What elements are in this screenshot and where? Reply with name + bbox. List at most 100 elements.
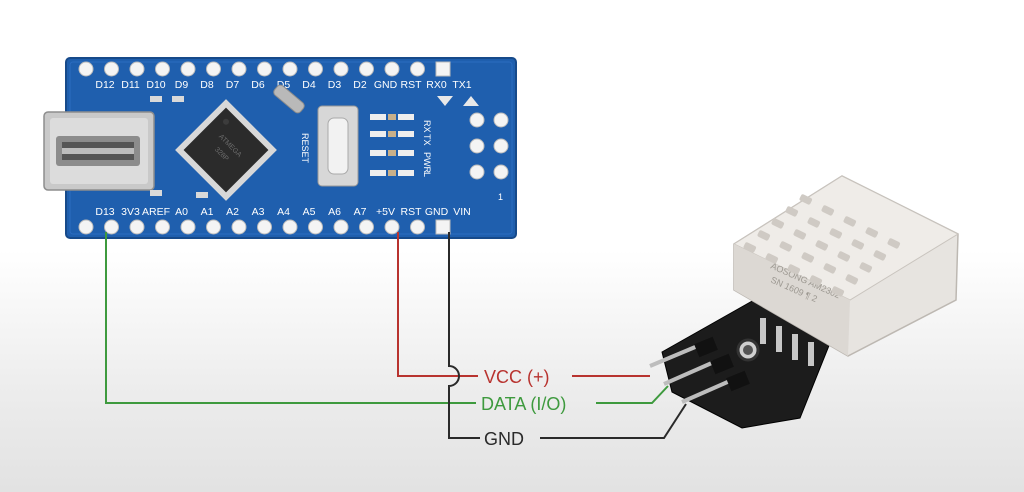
- pin-pad-a0: [155, 219, 170, 235]
- vent-slot: [851, 239, 865, 250]
- pin-label-bottom: RST: [401, 206, 423, 218]
- vcc-wire-board-segment: [397, 232, 478, 377]
- pin-pad-aref: [129, 219, 145, 235]
- crystal: [273, 84, 305, 114]
- pin-label-top: D10: [146, 79, 165, 91]
- smd-part: [196, 192, 208, 198]
- dht22-sensor-module: AOSONG AM2302 SN 1609 ¶ 2: [649, 175, 960, 429]
- pin-label-bottom: A3: [252, 206, 265, 218]
- sensor-housing: AOSONG AM2302 SN 1609 ¶ 2: [732, 175, 960, 357]
- pin-pad-d8: [180, 61, 196, 77]
- vent-slot: [887, 238, 901, 249]
- pin-pad-d2: [333, 61, 349, 77]
- pin-pad-rst: [384, 219, 400, 235]
- pin-label-top: D11: [121, 79, 140, 91]
- microcontroller-chip: ATMEGA 328P: [175, 99, 277, 201]
- pin-label-bottom: A0: [175, 206, 188, 218]
- pin-label-top: D6: [251, 79, 265, 91]
- led-l: [370, 170, 414, 176]
- pin-pad-d5: [257, 61, 272, 77]
- data-wire-sensor-segment: [596, 385, 669, 404]
- vent-slot: [799, 194, 813, 205]
- pin-label-bottom: A7: [354, 206, 367, 218]
- pin-pad-d7: [206, 61, 221, 77]
- vent-slot: [845, 274, 859, 285]
- vent-slot: [771, 218, 785, 229]
- pin-pad-rx0: [410, 61, 425, 77]
- led-pwr: [370, 150, 414, 156]
- reset-button[interactable]: [317, 105, 359, 187]
- pin-pad-d12: [78, 61, 94, 77]
- vent-slot: [859, 262, 873, 273]
- vent-slot: [823, 263, 837, 274]
- smd-part: [172, 96, 184, 102]
- pin-one-label: 1: [498, 192, 503, 202]
- pin-label-top: RST: [401, 79, 423, 91]
- led-label-tx: TX: [422, 134, 432, 146]
- pin-label-top: GND: [374, 79, 398, 91]
- pin-label-bottom: VIN: [453, 206, 471, 218]
- pin-label-top: TX1: [452, 79, 471, 91]
- pin-label-bottom: AREF: [142, 206, 170, 218]
- vent-slot: [837, 251, 851, 262]
- pin-label-top: D8: [200, 79, 214, 91]
- mounting-hole-center: [743, 345, 753, 355]
- pin-label-bottom: A5: [303, 206, 316, 218]
- mini-usb-connector: [43, 111, 155, 191]
- pin-label-top: D12: [95, 79, 114, 91]
- pin-pad-gnd: [359, 61, 374, 77]
- pin-label-top: RX0: [426, 79, 447, 91]
- vent-slot: [787, 264, 801, 275]
- pin-label-bottom: D13: [95, 206, 114, 218]
- pin-pad-rst: [384, 61, 400, 77]
- pin-pad-d10: [129, 61, 145, 77]
- vent-slot: [821, 205, 835, 216]
- pin-label-bottom: A2: [226, 206, 239, 218]
- pin-label-bottom: GND: [425, 206, 449, 218]
- led-label-pwr: PWR: [422, 152, 432, 173]
- vent-slot: [801, 252, 815, 263]
- pin-label-bottom: +5V: [376, 206, 395, 218]
- vent-slot: [765, 253, 779, 264]
- led-rx: [370, 114, 414, 120]
- status-leds: [370, 114, 414, 176]
- gnd-label: GND: [484, 429, 524, 449]
- icsp-header: [469, 112, 509, 180]
- pin-pad-d4: [282, 61, 298, 77]
- pin-pad-d9: [155, 61, 170, 77]
- smd-part: [150, 190, 162, 196]
- pin-pad-a6: [308, 219, 323, 235]
- rx-arrow-icon: [437, 96, 453, 106]
- pin-label-top: D9: [175, 79, 189, 91]
- vent-slot: [785, 206, 799, 217]
- vent-slot: [807, 217, 821, 228]
- led-label-l: L: [422, 172, 432, 177]
- vent-slot: [757, 230, 771, 241]
- wires: VCC (+) DATA (I/O) GND: [105, 232, 687, 449]
- pin-pad-d6: [231, 61, 247, 77]
- vent-slot: [831, 286, 845, 297]
- pin-pad-a2: [206, 219, 221, 235]
- pin-pad-gnd: [410, 219, 425, 235]
- pin-pad-a1: [180, 219, 196, 235]
- led-label-rx: RX: [422, 120, 432, 133]
- reset-label: RESET: [300, 133, 310, 164]
- vent-slot: [779, 241, 793, 252]
- vcc-label: VCC (+): [484, 367, 550, 387]
- pin-label-top: D7: [226, 79, 240, 91]
- pin-pad-a4: [257, 219, 272, 235]
- vent-slot: [873, 250, 887, 261]
- bottom-pin-header: [78, 219, 451, 235]
- pin-pad-vin: [435, 219, 451, 235]
- data-label: DATA (I/O): [481, 394, 566, 414]
- pin-pad-d11: [104, 61, 119, 77]
- pin-label-bottom: A6: [328, 206, 341, 218]
- vent-slot: [829, 228, 843, 239]
- gnd-wire-sensor-segment: [540, 403, 687, 439]
- vent-slot: [809, 275, 823, 286]
